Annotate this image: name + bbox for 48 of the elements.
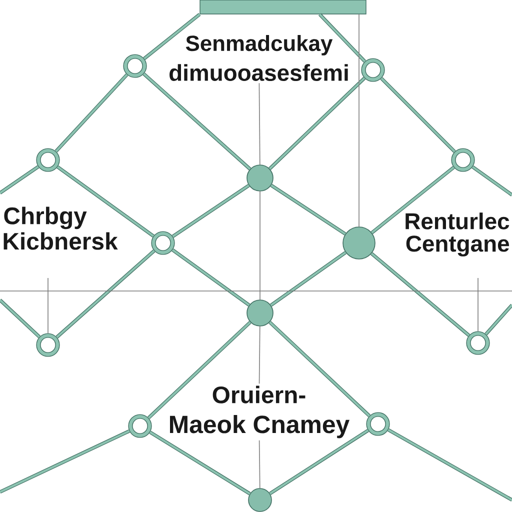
connector-line xyxy=(270,184,346,236)
joint-ring xyxy=(361,58,385,82)
joint-disc xyxy=(246,300,274,326)
connector-line xyxy=(147,320,252,420)
text-label: Centgane xyxy=(406,236,510,256)
connector-line xyxy=(270,251,347,307)
connector-line xyxy=(142,72,252,170)
connector-line xyxy=(268,76,366,170)
joint-ring xyxy=(123,54,147,78)
joint-ring xyxy=(451,148,475,172)
connector-line xyxy=(172,184,250,238)
text-label: Senmadcukay dimuooasesfemi xyxy=(170,34,348,81)
connector-line xyxy=(0,430,130,494)
connector-line xyxy=(172,248,250,307)
connector-line xyxy=(472,165,512,196)
joint-ring xyxy=(128,414,152,438)
top-bar xyxy=(200,0,366,14)
connector-line xyxy=(380,77,456,153)
joint-ring xyxy=(36,148,60,172)
connector-line xyxy=(56,250,156,338)
joint-ring xyxy=(366,412,390,436)
joint-ring xyxy=(466,331,490,355)
joint-ring xyxy=(151,231,175,255)
connector-line xyxy=(0,298,41,338)
text-label: Oruiern- Maeok Cnamey xyxy=(170,386,350,438)
connector-line xyxy=(370,252,470,337)
joint-disc xyxy=(342,226,376,260)
connector-line xyxy=(387,428,512,502)
connector-line xyxy=(56,166,154,238)
connector-line xyxy=(258,326,260,384)
text-label: Chrbgy xyxy=(4,206,87,230)
connector-line xyxy=(484,304,512,336)
connector-line xyxy=(258,440,260,489)
connector-line xyxy=(54,74,128,152)
connector-line xyxy=(143,13,201,60)
text-label: Kicbnersk xyxy=(4,232,118,250)
connector-line xyxy=(318,13,366,63)
joint-disc xyxy=(248,488,272,512)
connector-line xyxy=(258,82,260,166)
connector-line xyxy=(370,166,455,234)
text-label: Renturlec xyxy=(406,212,510,230)
connector-line xyxy=(358,14,360,228)
joint-ring xyxy=(36,333,60,357)
joint-disc xyxy=(246,164,274,192)
connector-line xyxy=(269,428,369,495)
connector-line xyxy=(149,430,251,496)
connector-line xyxy=(268,320,371,418)
connector-line xyxy=(0,165,40,194)
